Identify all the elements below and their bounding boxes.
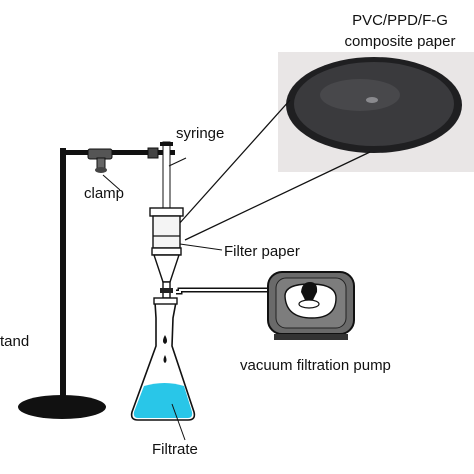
zoom-line-bottom [184,151,371,241]
pump-gauge-needle [301,282,318,300]
filtrate-label: Filtrate [152,441,198,458]
composite-paper-highlight [366,97,378,103]
syringe-barrel [162,141,171,213]
clamp-grip [147,147,159,159]
filtrate-liquid [133,383,193,418]
flask-stopper [153,297,178,305]
vacuum-tube-inner [176,289,268,293]
stand-base [18,395,106,419]
funnel-reservoir [152,215,181,249]
funnel-cone [153,254,180,283]
funnel-clip [151,247,182,256]
syringe-plunger-top [160,142,173,146]
photo-title-line1: PVC/PPD/F-G [352,12,448,29]
drop-2 [163,355,167,363]
stand [18,148,175,419]
filter-funnel [149,207,184,299]
pump-window [284,283,337,319]
funnel-joint [160,288,173,293]
vacuum-pump [267,271,355,340]
syringe-label: syringe [176,125,224,142]
photo-title-line2: composite paper [345,33,456,50]
filter-paper-label: Filter paper [224,243,300,260]
filter-paper-pointer [179,243,223,251]
clamp-pointer [102,174,121,191]
filtrate-pointer [171,403,186,441]
clamp-screw [96,157,106,169]
stand-arm [62,150,175,155]
syringe-pointer [168,157,187,167]
pump-base [274,334,348,340]
filter-flask [130,297,196,421]
funnel-rim [149,207,184,217]
composite-paper-sheen [320,79,400,111]
clamp-label: clamp [84,185,124,202]
clamp [87,147,159,173]
drop-1 [163,335,167,344]
pump-gauge-ring [298,299,320,309]
clamp-knob [95,167,107,173]
stand-rod [60,148,66,402]
zoom-line-top [177,99,291,226]
stand-label: tand [0,333,29,350]
pump-label: vacuum filtration pump [240,357,391,374]
composite-paper-photo [278,52,474,172]
